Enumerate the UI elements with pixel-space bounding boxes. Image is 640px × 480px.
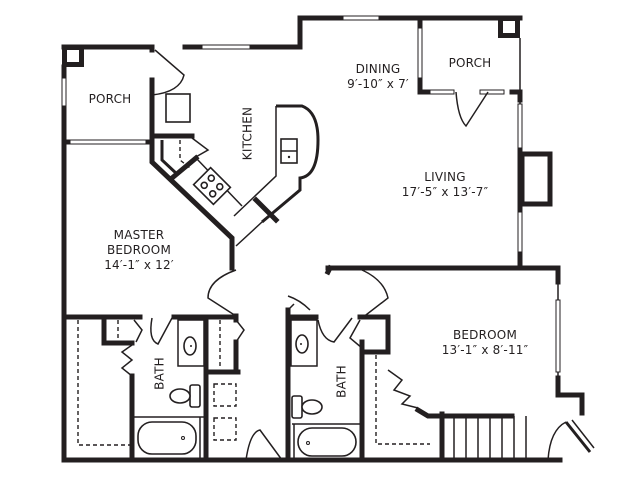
room-name: MASTER: [113, 228, 165, 242]
room-name: LIVING: [424, 170, 466, 184]
room-name: KITCHEN: [240, 106, 255, 161]
room-label-bedroom: BEDROOM 13′-1″ x 8′-11″: [430, 328, 540, 358]
room-label-bath-master: BATH: [153, 354, 168, 394]
room-label-kitchen: KITCHEN: [241, 104, 256, 164]
second-bath-walls: [285, 264, 515, 463]
windows: [61, 15, 561, 373]
room-name: PORCH: [448, 56, 492, 70]
room-label-porch-left: PORCH: [80, 92, 140, 107]
room-name: BATH: [334, 365, 349, 398]
room-name: BATH: [152, 357, 167, 390]
room-label-dining: DINING 9′-10″ x 7′: [328, 62, 428, 92]
kitchen-walls: [149, 93, 320, 271]
room-label-master-bedroom: MASTER BEDROOM 14′-1″ x 12′: [94, 228, 184, 273]
room-label-bath-second: BATH: [335, 362, 350, 402]
room-name: DINING: [355, 62, 401, 76]
master-bath-walls: [61, 314, 283, 463]
room-name: BEDROOM: [452, 328, 518, 342]
stairs: [439, 411, 595, 463]
room-dimensions: 14′-1″ x 12′: [104, 258, 174, 272]
room-dimensions: 9′-10″ x 7′: [347, 77, 409, 91]
room-label-porch-right: PORCH: [440, 56, 500, 71]
room-dimensions: 17′-5″ x 13′-7″: [401, 185, 489, 199]
room-label-living: LIVING 17′-5″ x 13′-7″: [390, 170, 500, 200]
room-name: PORCH: [88, 92, 132, 106]
room-dimensions: 13′-1″ x 8′-11″: [441, 343, 529, 357]
room-name-line2: BEDROOM: [106, 243, 172, 257]
